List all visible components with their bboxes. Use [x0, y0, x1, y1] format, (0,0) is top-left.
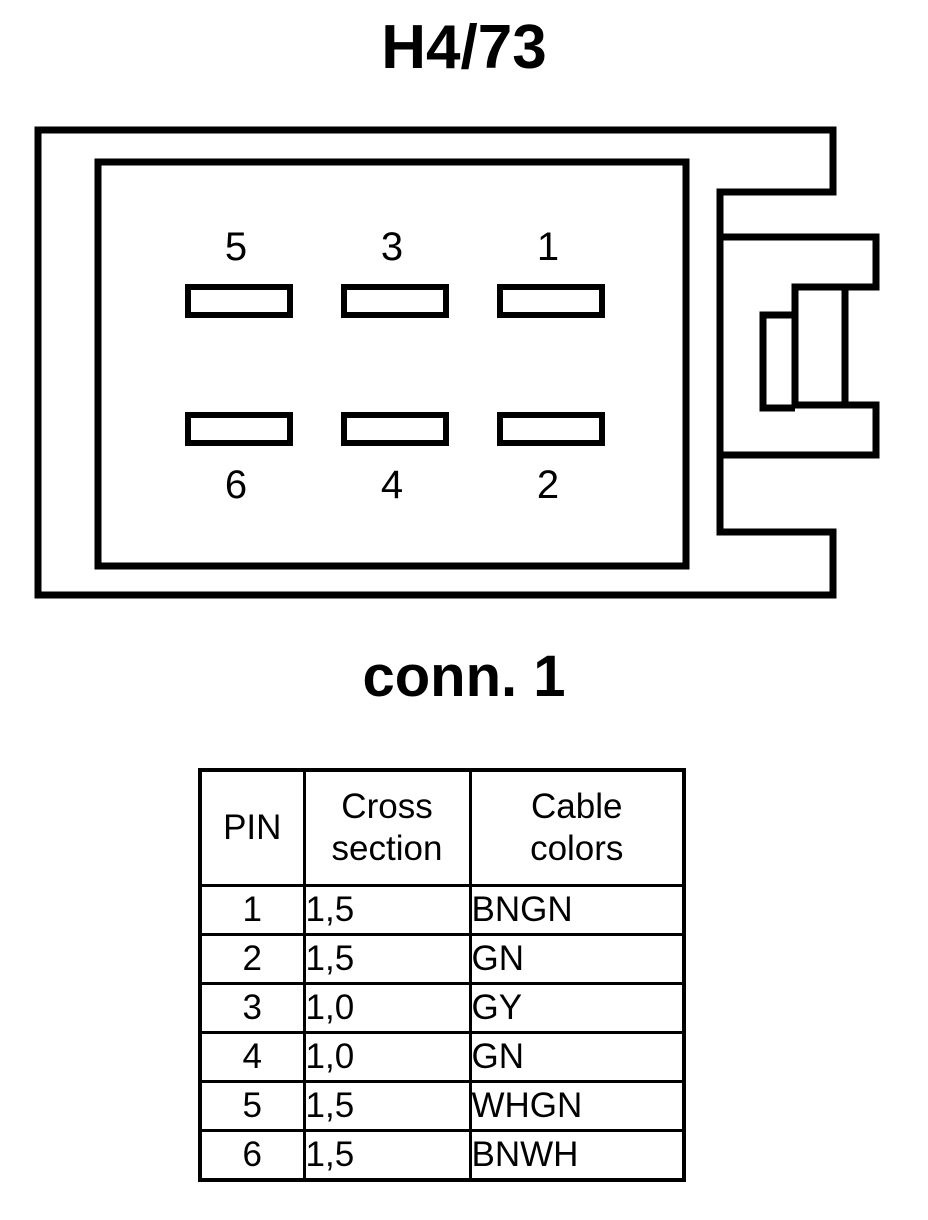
pin-slot-5: [185, 284, 293, 318]
pin-slot-2: [497, 412, 605, 446]
cell-pin: 2: [198, 933, 306, 985]
pin-label-2: 2: [537, 463, 559, 507]
pin-label-1: 1: [537, 225, 559, 269]
column-header-cross-section-line1: Cross: [341, 787, 433, 826]
table-row: 4 1,0 GN: [198, 1031, 686, 1083]
pin-table-body: 1 1,5 BNGN 2 1,5 GN 3 1,0 GY 4 1,0 GN 5: [198, 884, 686, 1182]
table-row: 6 1,5 BNWH: [198, 1129, 686, 1182]
pin-table-container: PIN Cross section Cable colors 1 1,5 BNG…: [198, 768, 686, 1182]
cell-cross-section: 1,0: [302, 1031, 472, 1083]
cell-cable-colors: GN: [468, 933, 686, 985]
cell-cable-colors: GY: [468, 982, 686, 1034]
cell-pin: 1: [198, 884, 306, 936]
column-header-cable-colors-line1: Cable: [531, 787, 623, 826]
pin-label-3: 3: [381, 225, 403, 269]
cell-pin: 5: [198, 1080, 306, 1132]
pin-slot-6: [185, 412, 293, 446]
cell-pin: 4: [198, 1031, 306, 1083]
table-row: 2 1,5 GN: [198, 933, 686, 985]
column-header-cross-section: Cross section: [302, 768, 472, 887]
cell-cable-colors: BNGN: [468, 884, 686, 936]
pin-label-5: 5: [225, 225, 247, 269]
cell-cable-colors: WHGN: [468, 1080, 686, 1132]
cell-cable-colors: GN: [468, 1031, 686, 1083]
page-title: H4/73: [381, 13, 547, 82]
cell-cross-section: 1,5: [302, 1129, 472, 1182]
table-row: 3 1,0 GY: [198, 982, 686, 1034]
pin-table: PIN Cross section Cable colors 1 1,5 BNG…: [198, 768, 686, 1182]
column-header-cable-colors: Cable colors: [468, 768, 686, 887]
cell-cable-colors: BNWH: [468, 1129, 686, 1182]
cell-cross-section: 1,5: [302, 1080, 472, 1132]
cell-cross-section: 1,0: [302, 982, 472, 1034]
column-header-cable-colors-line2: colors: [530, 829, 624, 868]
connector-outer-housing: [34, 126, 837, 599]
column-header-pin: PIN: [198, 768, 306, 887]
latch-inner-tab: [759, 311, 795, 412]
latch-center-tab: [791, 283, 849, 409]
cell-cross-section: 1,5: [302, 884, 472, 936]
connector-diagram: 5 3 1 6 4 2: [0, 110, 928, 620]
column-header-pin-text: PIN: [223, 808, 282, 847]
latch-upper-shelf: [720, 233, 880, 291]
cell-cross-section: 1,5: [302, 933, 472, 985]
cell-pin: 6: [198, 1129, 306, 1182]
table-header-row: PIN Cross section Cable colors: [198, 768, 686, 887]
pin-slot-4: [341, 412, 449, 446]
latch-lower-shelf: [720, 401, 880, 459]
column-header-cross-section-line2: section: [331, 829, 443, 868]
table-row: 1 1,5 BNGN: [198, 884, 686, 936]
pin-slot-1: [497, 284, 605, 318]
table-row: 5 1,5 WHGN: [198, 1080, 686, 1132]
pin-label-4: 4: [381, 463, 403, 507]
pin-label-6: 6: [225, 463, 247, 507]
connector-inner-housing: [94, 158, 690, 570]
cell-pin: 3: [198, 982, 306, 1034]
connector-number-label: conn. 1: [362, 644, 566, 709]
pin-slot-3: [341, 284, 449, 318]
